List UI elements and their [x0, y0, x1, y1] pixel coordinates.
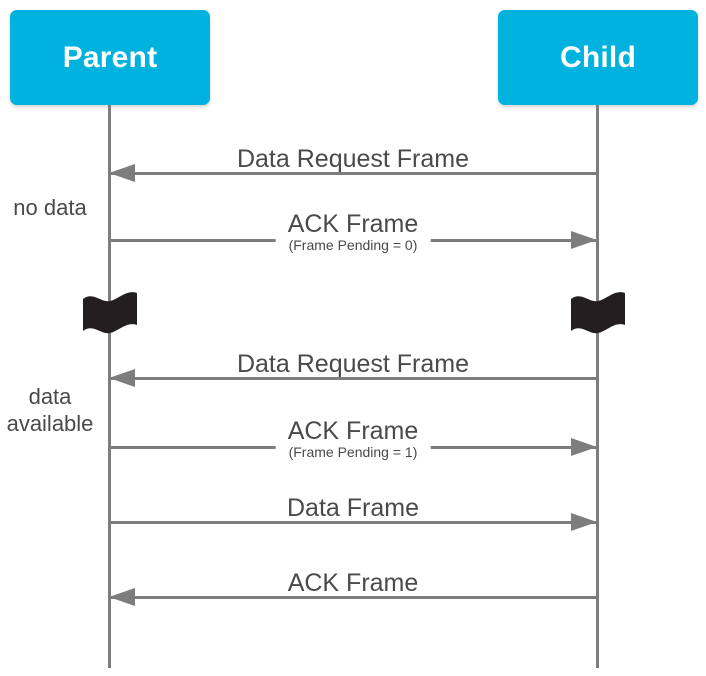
arrow-left-icon-6: [109, 588, 135, 606]
message-label-6: ACK Frame: [275, 569, 431, 597]
message-title-3: Data Request Frame: [236, 350, 470, 378]
message-label-4: ACK Frame (Frame Pending = 1): [275, 417, 431, 461]
message-title-1: Data Request Frame: [236, 145, 470, 173]
message-subtitle-4: (Frame Pending = 1): [288, 444, 418, 460]
message-label-1: Data Request Frame: [224, 145, 482, 173]
message-title-6: ACK Frame: [287, 569, 419, 597]
side-note-data-available: data available: [6, 384, 94, 436]
message-title-5: Data Frame: [287, 494, 419, 522]
message-line-5: [109, 521, 597, 524]
message-line-6: [109, 596, 597, 599]
message-label-2: ACK Frame (Frame Pending = 0): [275, 210, 431, 254]
message-title-4: ACK Frame: [287, 417, 419, 445]
lifeline-child: [596, 105, 599, 668]
actor-label-child: Child: [560, 40, 636, 74]
message-label-5: Data Frame: [275, 495, 431, 521]
message-line-1: [109, 172, 597, 175]
arrow-right-icon-5: [571, 513, 597, 531]
arrow-right-icon-4: [571, 438, 597, 456]
actor-label-parent: Parent: [62, 40, 158, 74]
message-subtitle-2: (Frame Pending = 0): [288, 237, 418, 253]
arrow-right-icon-2: [571, 231, 597, 249]
time-break-icon-child: [569, 289, 627, 335]
message-label-3: Data Request Frame: [224, 350, 482, 378]
arrow-left-icon-1: [109, 164, 135, 182]
time-break-icon-parent: [81, 289, 139, 335]
message-title-2: ACK Frame: [287, 210, 419, 238]
message-line-3: [109, 377, 597, 380]
side-note-no-data: no data: [13, 195, 87, 220]
arrow-left-icon-3: [109, 369, 135, 387]
actor-box-child: Child: [498, 10, 698, 105]
actor-box-parent: Parent: [10, 10, 210, 105]
